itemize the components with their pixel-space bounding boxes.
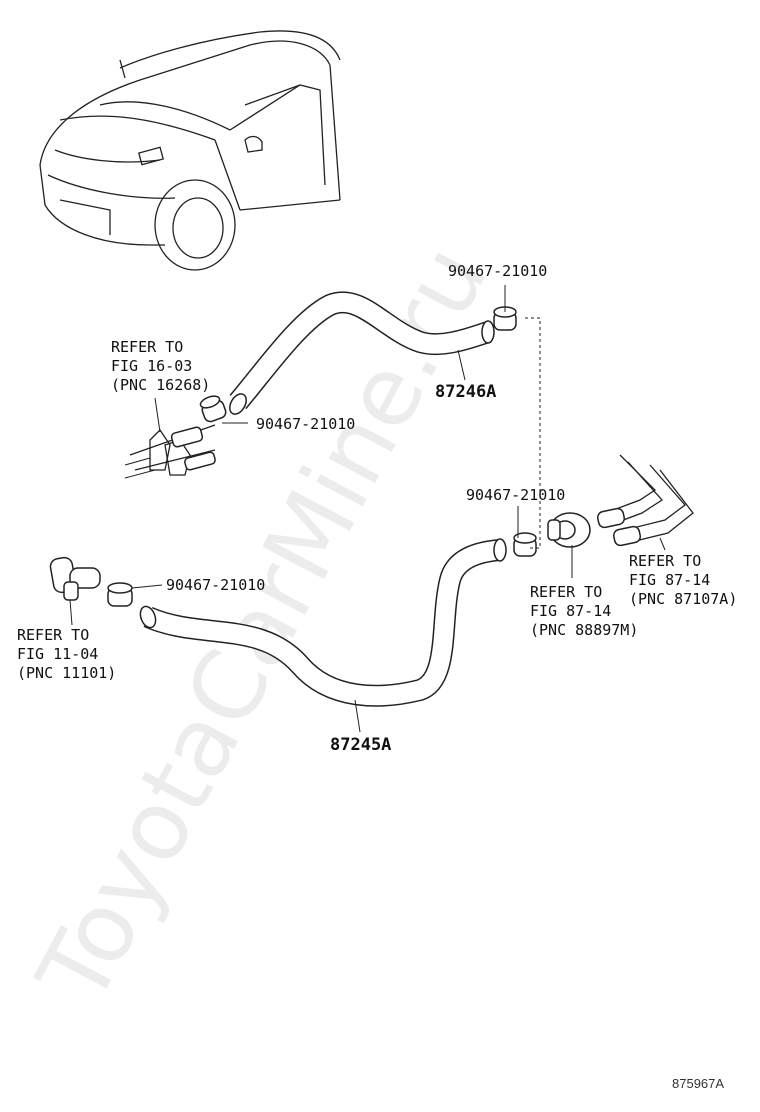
car-illustration <box>39 30 341 271</box>
diagram-code: 875967A <box>672 1076 724 1091</box>
leader-ref-87107a <box>659 537 666 551</box>
clamp-left <box>199 395 227 423</box>
clamp-right <box>513 532 537 557</box>
ref-line: REFER TO <box>629 552 701 570</box>
ref-line: REFER TO <box>17 626 89 644</box>
ref-line: (PNC 16268) <box>111 376 210 394</box>
ref-line: REFER TO <box>530 583 602 601</box>
clip-label-top: 90467-21010 <box>448 262 547 280</box>
ref-87-14-88897m[interactable]: REFER TO FIG 87-14 (PNC 88897M) <box>530 583 638 639</box>
part-number-87246a[interactable]: 87246A <box>435 382 496 402</box>
ref-line: (PNC 87107A) <box>629 590 737 608</box>
engine-fitting-left <box>124 424 216 479</box>
ref-87-14-87107a[interactable]: REFER TO FIG 87-14 (PNC 87107A) <box>629 552 737 608</box>
clamp-lower-left <box>107 582 133 607</box>
leader-ref-11-04 <box>69 599 73 626</box>
ref-line: FIG 87-14 <box>530 602 611 620</box>
leader-ref-16-03 <box>154 397 161 433</box>
ref-16-03[interactable]: REFER TO FIG 16-03 (PNC 16268) <box>111 338 210 394</box>
leader-87245a <box>354 699 361 733</box>
hose-87246a <box>229 291 495 415</box>
heater-pipes <box>596 454 694 547</box>
hose-87245a <box>139 538 507 707</box>
heater-valve <box>547 512 591 548</box>
ref-11-04[interactable]: REFER TO FIG 11-04 (PNC 11101) <box>17 626 116 682</box>
ref-line: REFER TO <box>111 338 183 356</box>
leader-clip-lower-left <box>131 584 163 589</box>
clip-label-left: 90467-21010 <box>256 415 355 433</box>
ref-line: (PNC 11101) <box>17 664 116 682</box>
clip-label-lower-left: 90467-21010 <box>166 576 265 594</box>
reference-dashed-line <box>525 317 541 549</box>
ref-line: FIG 16-03 <box>111 357 192 375</box>
engine-fitting-lower-left <box>49 556 101 601</box>
leader-87246a <box>457 349 466 381</box>
ref-line: (PNC 88897M) <box>530 621 638 639</box>
clip-label-right: 90467-21010 <box>466 486 565 504</box>
ref-line: FIG 87-14 <box>629 571 710 589</box>
ref-line: FIG 11-04 <box>17 645 98 663</box>
part-number-87245a[interactable]: 87245A <box>330 735 391 755</box>
